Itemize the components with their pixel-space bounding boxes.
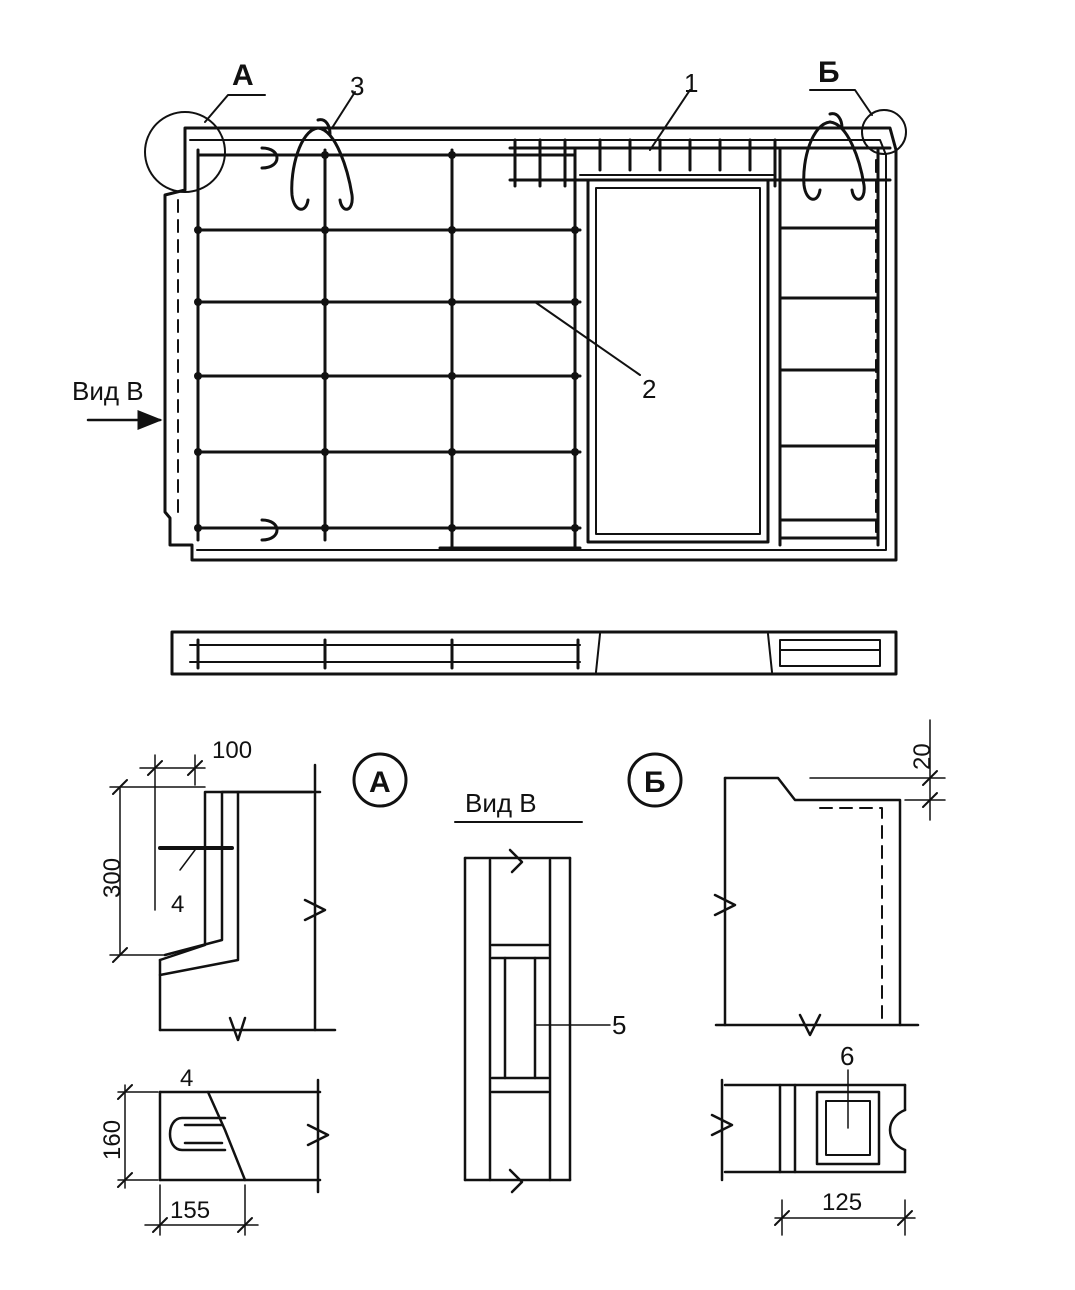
panel-outline	[163, 126, 898, 562]
item-3-label: 3	[350, 71, 364, 101]
detail-a-elevation	[109, 754, 337, 1042]
leader-lines	[204, 89, 873, 376]
lintel-reinforcement-1	[508, 138, 892, 188]
detail-a-label: А	[369, 766, 391, 799]
panel-inner-outline	[189, 139, 887, 551]
view-b-title: Вид В	[465, 788, 537, 818]
reinforcement-mesh-2	[196, 146, 582, 550]
weld-points	[194, 151, 579, 532]
dim-160: 160	[99, 1120, 126, 1160]
view-b-section	[463, 848, 611, 1194]
lifting-loop-3	[260, 112, 866, 542]
item-6-label: 6	[840, 1041, 854, 1071]
callout-a-label: А	[232, 59, 254, 92]
detail-a-plan	[117, 1078, 330, 1236]
door-opening	[579, 174, 776, 544]
dim-300: 300	[99, 858, 126, 898]
detail-b-elevation	[713, 719, 946, 1037]
detail-b-circle	[627, 752, 683, 808]
panel-plan-section	[170, 630, 898, 676]
item-1-label: 1	[684, 68, 698, 98]
callout-circle-a	[144, 111, 226, 193]
callout-circle-b	[861, 109, 907, 155]
detail-b-label: Б	[644, 766, 666, 799]
dim-20: 20	[909, 743, 936, 770]
right-pier-mesh	[778, 148, 880, 547]
item-2-label: 2	[642, 374, 656, 404]
item-4-bottom-label: 4	[180, 1065, 193, 1092]
panel-elevation	[86, 89, 907, 562]
dim-155: 155	[170, 1197, 210, 1224]
callout-b-label: Б	[818, 56, 840, 89]
item-5-label: 5	[612, 1010, 626, 1040]
dim-125: 125	[822, 1189, 862, 1216]
dim-100: 100	[212, 737, 252, 764]
detail-a-circle	[352, 752, 408, 808]
view-b-arrow-label: Вид В	[72, 376, 144, 406]
item-4-top-label: 4	[171, 891, 184, 918]
detail-b-plan	[710, 1069, 916, 1236]
